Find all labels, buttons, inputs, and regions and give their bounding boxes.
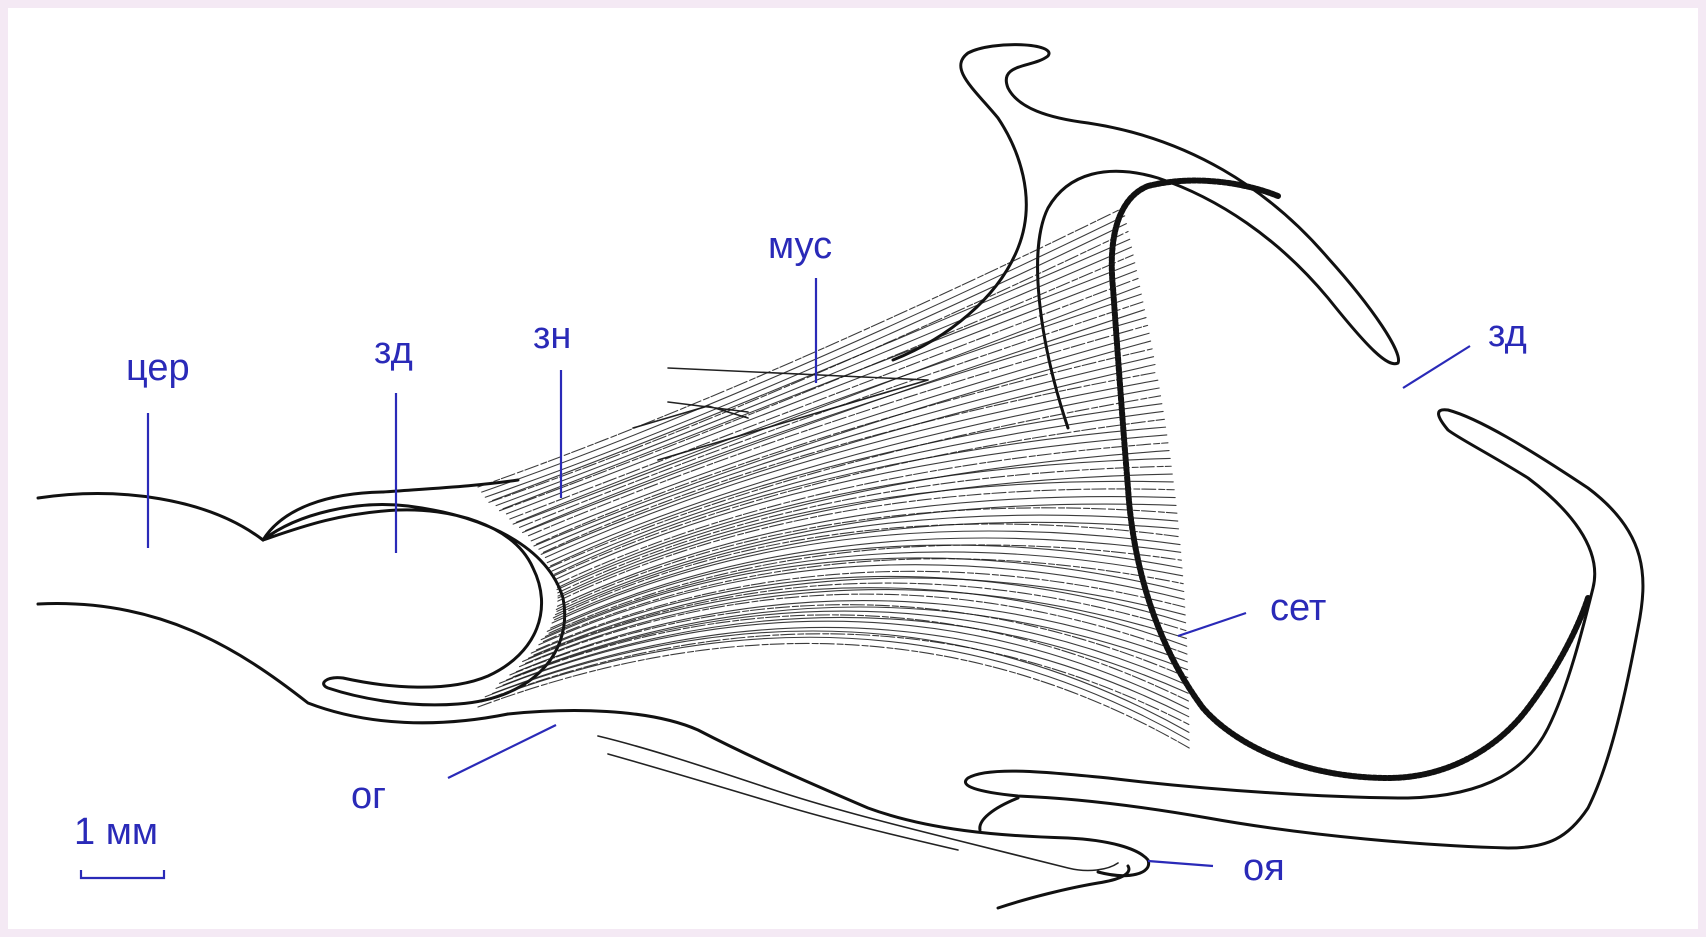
leader-oya <box>1148 861 1213 866</box>
scale-bar-label: 1 мм <box>74 811 158 853</box>
eye-section-drawing: цер зд зн мус зд сет ог оя 1 мм <box>8 8 1698 929</box>
label-set: сет <box>1270 587 1326 629</box>
label-mus: мус <box>768 225 832 267</box>
label-og: ог <box>351 775 386 817</box>
fiber-strand <box>513 286 1139 524</box>
scale-bar <box>81 870 164 878</box>
lower-edge-outline <box>998 866 1129 908</box>
fiber-strand <box>492 239 1129 500</box>
leader-og <box>448 725 556 778</box>
fiber-strand <box>549 545 1181 633</box>
nerve-fiber-bundle <box>478 208 1189 748</box>
leader-zd-right <box>1403 346 1470 388</box>
fiber-strand <box>478 643 1189 748</box>
label-zd-left: зд <box>374 330 413 372</box>
fiber-strand <box>506 271 1136 514</box>
fiber-strand <box>539 357 1154 550</box>
label-cer: цер <box>126 347 190 389</box>
fiber-strand <box>482 637 1189 740</box>
fiber-strand <box>516 294 1141 522</box>
fiber-strand <box>492 627 1188 716</box>
label-zn: зн <box>533 315 571 357</box>
lower-fold-outline <box>980 798 1018 830</box>
label-zd-right: зд <box>1488 313 1527 355</box>
leader-set <box>1178 613 1246 636</box>
outer-layer-lower <box>508 711 1149 876</box>
optic-stalk-upper-outline <box>38 494 263 540</box>
retina-layer <box>1112 181 1588 778</box>
fiber-strand <box>547 388 1159 563</box>
fiber-strand <box>485 631 1189 732</box>
diagram-canvas: цер зд зн мус зд сет ог оя 1 мм <box>8 8 1698 929</box>
lower-fold-wavy-2 <box>608 754 958 850</box>
label-oya: оя <box>1243 847 1285 889</box>
